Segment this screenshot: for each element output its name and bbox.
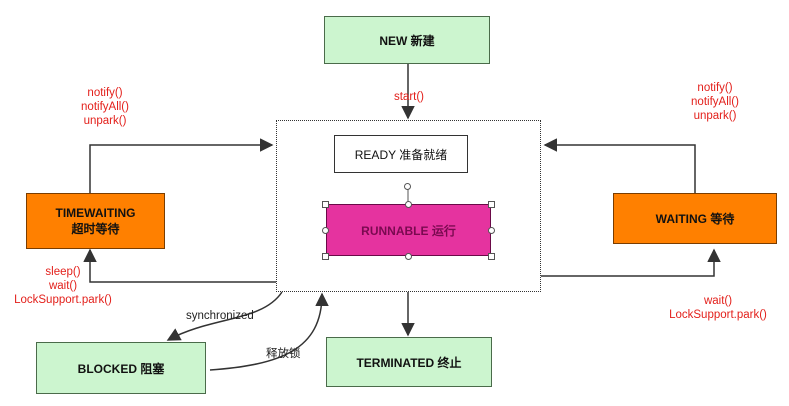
label-release-lock: 释放锁 [266,348,301,360]
state-terminated: TERMINATED 终止 [326,337,492,387]
resize-handle-icon[interactable] [405,201,412,208]
label-left-sleep-3: LockSupport.park() [14,294,112,306]
label-left-notify-2: notifyAll() [81,101,129,113]
rotate-handle-icon [404,183,411,190]
resize-handle-icon[interactable] [405,253,412,260]
state-new-label: NEW 新建 [379,33,435,48]
state-waiting-label: WAITING 等待 [655,212,735,226]
label-left-sleep-1: sleep() [45,266,81,278]
label-start: start() [393,91,425,103]
resize-handle-icon[interactable] [322,201,329,208]
arrow-release-lock [209,292,329,371]
state-runnable[interactable]: RUNNABLE 运行 [326,204,491,256]
arrow-waiting-to-runnable [543,138,696,193]
resize-handle-icon[interactable] [488,201,495,208]
label-right-notify: notify() notifyAll() unpark() [670,81,760,123]
label-right-wait: wait() LockSupport.park() [656,294,780,322]
resize-handle-icon[interactable] [322,253,329,260]
label-right-wait-1: wait() [703,295,733,307]
label-left-notify-1: notify() [87,87,123,99]
state-ready: READY 准备就绪 [334,135,468,173]
label-right-notify-2: notifyAll() [691,96,739,108]
arrow-timewaiting-to-runnable [89,138,274,193]
state-blocked-label: BLOCKED 阻塞 [77,361,165,376]
label-synchronized: synchronized [186,310,254,322]
label-left-notify: notify() notifyAll() unpark() [60,86,150,128]
state-terminated-label: TERMINATED 终止 [356,355,462,370]
label-left-sleep-2: wait() [48,280,78,292]
state-blocked: BLOCKED 阻塞 [36,342,206,394]
state-ready-label: READY 准备就绪 [354,147,448,162]
label-left-sleep: sleep() wait() LockSupport.park() [4,265,122,307]
label-right-notify-1: notify() [697,82,733,94]
label-left-notify-3: unpark() [83,115,127,127]
state-timewaiting: TIMEWAITING 超时等待 [26,193,165,249]
state-timewaiting-label: TIMEWAITING [55,206,136,220]
state-timewaiting-cn-label: 超时等待 [71,222,120,236]
arrow-synchronized [166,291,283,341]
state-runnable-label: RUNNABLE 运行 [361,223,456,238]
label-right-notify-3: unpark() [693,110,737,122]
resize-handle-icon[interactable] [488,227,495,234]
label-right-wait-2: LockSupport.park() [669,309,767,321]
resize-handle-icon[interactable] [488,253,495,260]
runnable-region [276,120,541,292]
state-waiting: WAITING 等待 [613,193,777,244]
arrow-runnable-to-waiting [541,248,721,277]
resize-handle-icon[interactable] [322,227,329,234]
state-new: NEW 新建 [324,16,490,64]
arrow-runnable-to-timewaiting [83,248,276,283]
